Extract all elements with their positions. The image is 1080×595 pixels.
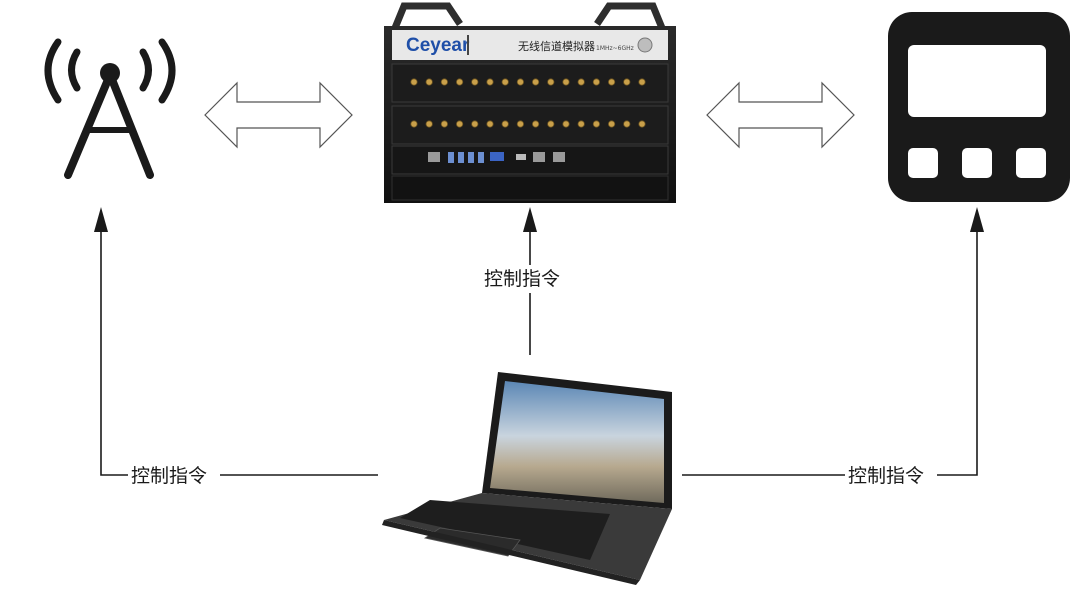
cell-tower-icon (44, 38, 176, 179)
rf-port (516, 78, 525, 86)
rf-port (501, 78, 509, 86)
edge-label-right: 控制指令 (848, 465, 924, 487)
arrowhead-left (94, 207, 108, 232)
rf-port (531, 78, 540, 86)
rf-port (547, 78, 555, 86)
rf-port (638, 120, 646, 128)
arrowhead-right (970, 207, 984, 232)
bidirectional-arrow-right (706, 81, 855, 149)
laptop-icon (382, 372, 672, 585)
rf-port (592, 78, 601, 86)
terminal-device-icon (888, 12, 1070, 202)
rf-port (562, 120, 570, 128)
rf-port (410, 78, 418, 86)
rf-port (486, 78, 494, 86)
rf-port (607, 120, 616, 128)
channel-simulator-device: Ceyear 无线信道模拟器 1MHz~6GHz (384, 2, 676, 203)
edge-right (682, 222, 978, 476)
rf-port (547, 120, 555, 128)
rf-port (425, 120, 433, 128)
rf-port (623, 78, 631, 86)
rf-port (425, 78, 433, 86)
rf-port (623, 120, 631, 128)
rf-port (410, 120, 418, 128)
edge-left (100, 222, 378, 476)
rf-port (486, 120, 494, 128)
rf-port (592, 120, 601, 128)
rf-port (638, 78, 646, 86)
edge-label-center: 控制指令 (484, 268, 560, 290)
device-brand: Ceyear (406, 35, 470, 56)
device-range: 1MHz~6GHz (596, 45, 634, 52)
rf-port (455, 120, 464, 128)
rf-port (440, 120, 448, 128)
rf-port (501, 120, 509, 128)
arrowhead-center (523, 207, 537, 232)
rf-ports (410, 78, 646, 128)
rf-port (516, 120, 525, 128)
rf-port (562, 78, 570, 86)
device-model: 无线信道模拟器 (518, 39, 595, 53)
rf-port (440, 78, 448, 86)
bidirectional-arrow-left (204, 81, 353, 149)
rf-port (607, 78, 616, 86)
rf-port (577, 120, 585, 128)
rf-port (471, 78, 479, 86)
edge-label-left: 控制指令 (131, 465, 207, 487)
rf-port (531, 120, 540, 128)
rf-port (471, 120, 479, 128)
rf-port (577, 78, 585, 86)
rf-port (455, 78, 464, 86)
